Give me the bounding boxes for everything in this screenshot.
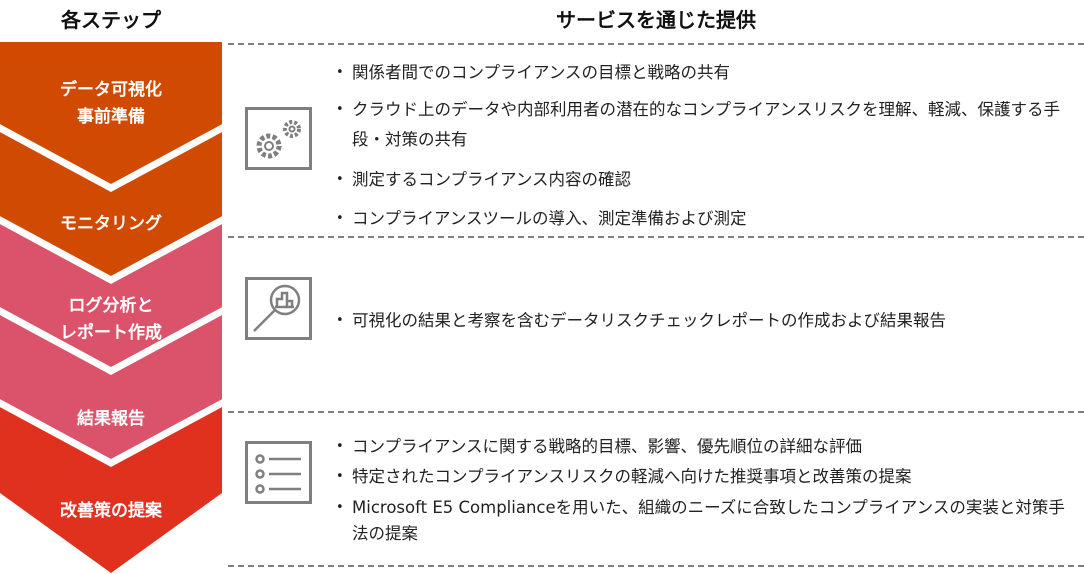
step-label-line: 事前準備 — [77, 107, 145, 127]
step-label: データ可視化事前準備 — [0, 77, 222, 131]
chevron-divider — [0, 215, 224, 284]
divider — [228, 43, 1084, 45]
services-header: サービスを通じた提供 — [556, 8, 756, 32]
step-chevrons — [0, 42, 224, 573]
step-label-line: ログ分析と — [68, 296, 154, 316]
step-label: 結果報告 — [77, 409, 145, 429]
step-label: 改善策の提案 — [60, 501, 162, 521]
step-label-line: レポート作成 — [60, 323, 162, 343]
phase-report — [0, 220, 222, 463]
chevron-divider — [0, 123, 224, 192]
service-item: 可視化の結果と考察を含むデータリスクチェックレポートの作成および結果報告 — [336, 306, 1076, 336]
checklist-icon — [245, 441, 312, 504]
steps-header: 各ステップ — [61, 8, 161, 32]
service-item: コンプライアンスに関する戦略的目標、影響、優先順位の詳細な評価 — [336, 432, 1076, 462]
service-item: 特定されたコンプライアンスリスクの軽減へ向けた推奨事項と改善策の提案 — [336, 462, 1076, 492]
divider — [228, 411, 1084, 413]
step-label-line: データ可視化 — [60, 80, 162, 100]
divider — [228, 565, 1084, 567]
chevron-divider — [0, 306, 224, 375]
service-item: クラウド上のデータや内部利用者の潜在的なコンプライアンスリスクを理解、軽減、保護… — [336, 95, 1076, 155]
chevron-divider — [0, 398, 224, 467]
phase-improvement — [0, 403, 222, 573]
phase-preparation — [0, 42, 222, 280]
service-item: 測定するコンプライアンス内容の確認 — [336, 165, 1076, 195]
gears-icon — [245, 107, 312, 170]
step-label: ログ分析とレポート作成 — [0, 293, 222, 347]
magnifier-chart-icon — [245, 277, 312, 340]
service-item: 関係者間でのコンプライアンスの目標と戦略の共有 — [336, 58, 1076, 88]
step-label: モニタリング — [60, 214, 162, 234]
divider — [228, 236, 1084, 238]
service-item: Microsoft E5 Complianceを用いた、組織のニーズに合致したコ… — [336, 495, 1076, 547]
service-item: コンプライアンスツールの導入、測定準備および測定 — [336, 204, 1076, 234]
